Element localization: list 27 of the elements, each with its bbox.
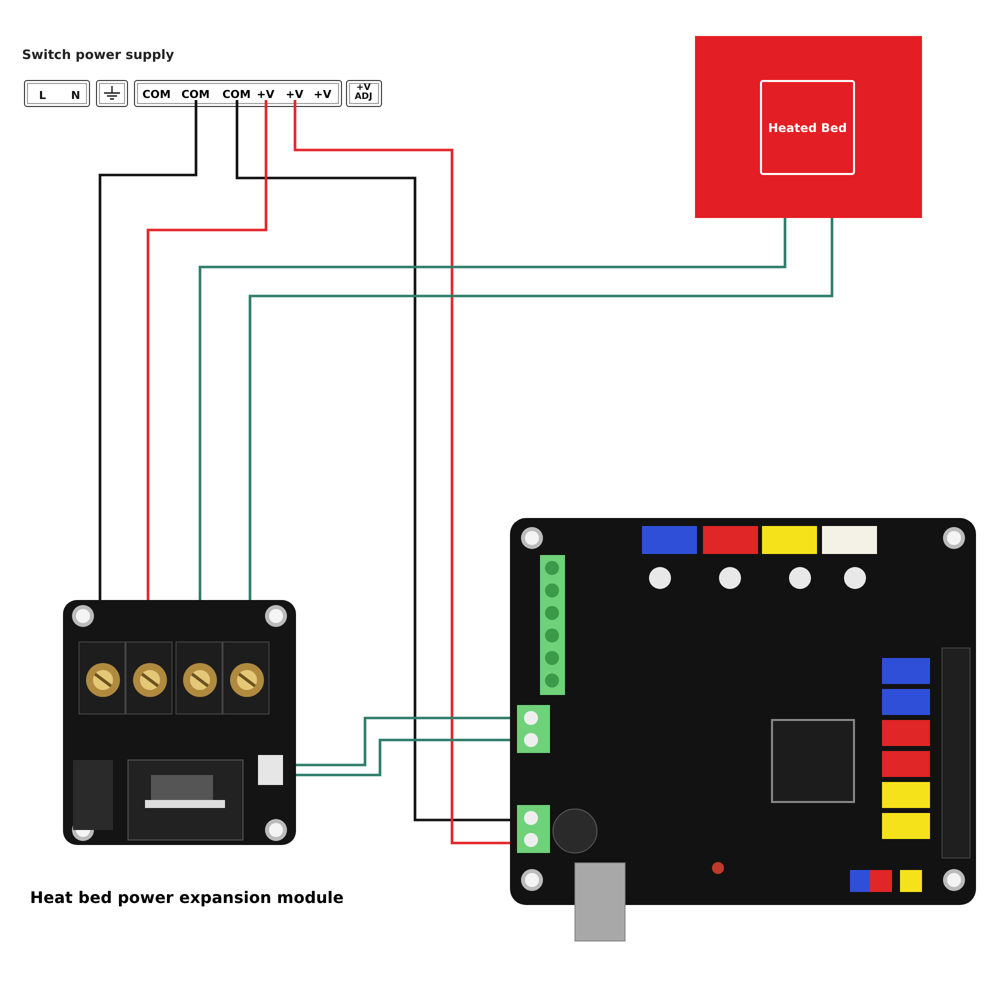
- module-caption: Heat bed power expansion module: [30, 888, 344, 907]
- terminal-label: +V: [286, 89, 304, 100]
- terminal-label: L: [39, 90, 46, 101]
- controller-board-drawing: [510, 518, 976, 942]
- wire: [294, 100, 510, 844]
- wire: [198, 218, 786, 600]
- terminal-label: +V: [256, 89, 274, 100]
- wire: [248, 218, 834, 600]
- heading-label: Switch power supply: [22, 48, 174, 63]
- terminal-label: +V ADJ: [354, 84, 374, 103]
- wire: [296, 716, 510, 766]
- terminal-label: COM: [181, 89, 210, 100]
- wire: [98, 100, 198, 600]
- terminal-label: N: [71, 90, 80, 101]
- wire: [236, 100, 510, 822]
- terminal-block: [24, 80, 90, 107]
- ground-terminal: [96, 80, 128, 107]
- terminal-block: [346, 80, 382, 107]
- heated-bed-label: Heated Bed: [768, 122, 847, 134]
- wire: [296, 738, 510, 776]
- terminal-label: +V: [314, 89, 332, 100]
- terminal-label: COM: [222, 89, 251, 100]
- terminal-strip: [134, 80, 342, 107]
- expansion-module-drawing: [63, 600, 296, 845]
- wire: [146, 100, 268, 600]
- heated-bed: [695, 36, 922, 218]
- terminal-label: COM: [142, 89, 171, 100]
